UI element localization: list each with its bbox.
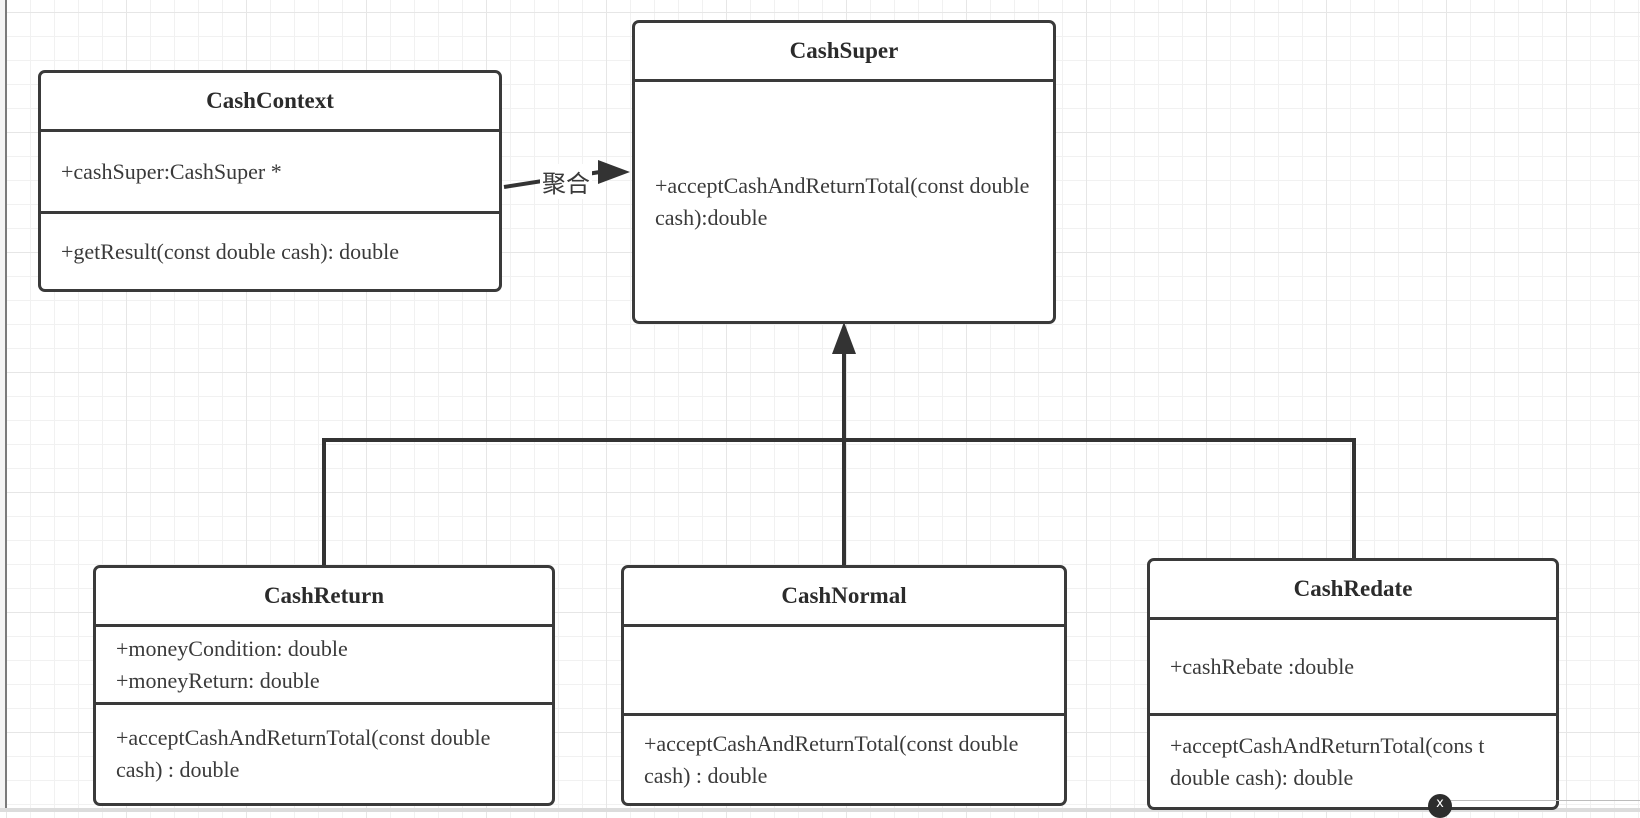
attributes-cash-redate: +cashRebate :double (1150, 620, 1556, 716)
operations-cash-normal: +acceptCashAndReturnTotal(const double c… (624, 716, 1064, 803)
class-name-cash-return: CashReturn (96, 568, 552, 627)
inheritance-branch-cash-return[interactable] (322, 438, 844, 565)
operation-accept-cash-redate: +acceptCashAndReturnTotal(cons t double … (1170, 732, 1490, 790)
class-cash-context[interactable]: CashContext +cashSuper:CashSuper * +getR… (38, 70, 502, 292)
attribute-money-condition: +moneyCondition: double (116, 635, 348, 661)
canvas-left-border (0, 0, 7, 812)
operation-accept-cash-normal: +acceptCashAndReturnTotal(const double c… (644, 730, 1024, 788)
class-cash-normal[interactable]: CashNormal +acceptCashAndReturnTotal(con… (621, 565, 1067, 806)
class-name-cash-context: CashContext (41, 73, 499, 132)
corner-guide-line (1440, 800, 1640, 801)
operations-cash-redate: +acceptCashAndReturnTotal(cons t double … (1150, 716, 1556, 807)
operations-cash-super: +acceptCashAndReturnTotal(const double c… (635, 82, 1053, 321)
class-name-cash-super: CashSuper (635, 23, 1053, 82)
aggregation-label: 聚合 (540, 164, 592, 199)
attributes-cash-normal (624, 627, 1064, 716)
attribute-cash-rebate: +cashRebate :double (1170, 653, 1355, 679)
class-cash-return[interactable]: CashReturn +moneyCondition: double +mone… (93, 565, 555, 806)
operations-cash-context: +getResult(const double cash): double (41, 214, 499, 289)
attribute-cash-super: +cashSuper:CashSuper * (61, 158, 282, 184)
attribute-money-return: +moneyReturn: double (116, 667, 320, 693)
operations-cash-return: +acceptCashAndReturnTotal(const double c… (96, 705, 552, 803)
inheritance-branch-cash-redate[interactable] (844, 438, 1356, 558)
class-cash-super[interactable]: CashSuper +acceptCashAndReturnTotal(cons… (632, 20, 1056, 324)
canvas-bottom-edge (0, 808, 1640, 812)
operation-accept-cash-super: +acceptCashAndReturnTotal(const double c… (655, 172, 1035, 230)
operation-accept-cash-return: +acceptCashAndReturnTotal(const double c… (116, 725, 496, 782)
inheritance-arrowhead (832, 322, 856, 354)
attributes-cash-context: +cashSuper:CashSuper * (41, 132, 499, 214)
attributes-cash-return: +moneyCondition: double +moneyReturn: do… (96, 627, 552, 705)
operation-get-result: +getResult(const double cash): double (61, 238, 400, 264)
class-name-cash-normal: CashNormal (624, 568, 1064, 627)
close-icon[interactable]: x (1428, 794, 1452, 818)
class-name-cash-redate: CashRedate (1150, 561, 1556, 620)
class-cash-redate[interactable]: CashRedate +cashRebate :double +acceptCa… (1147, 558, 1559, 810)
aggregation-arrowhead (598, 160, 630, 184)
